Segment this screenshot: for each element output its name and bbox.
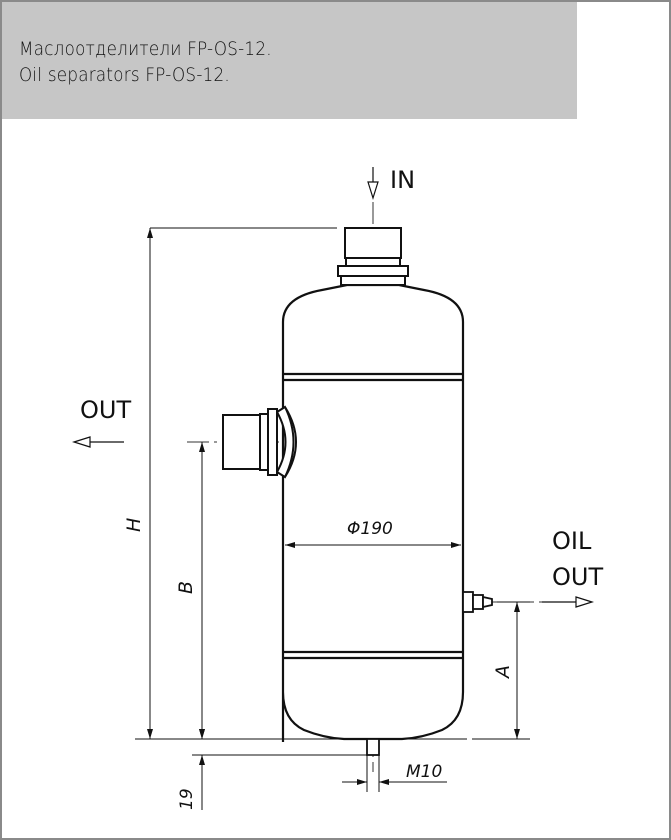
oil-outlet-label-line1: OIL xyxy=(552,527,592,555)
title-english: Oil separators FP-OS-12. xyxy=(19,64,230,86)
outlet-arrow-icon xyxy=(71,436,124,448)
oil-outlet-height-label: A xyxy=(492,665,514,680)
bottom-plug xyxy=(366,738,380,756)
thread-label: M10 xyxy=(406,762,442,782)
oil-outlet-label-line2: OUT xyxy=(552,563,603,591)
inlet-nozzle xyxy=(150,227,409,286)
flow-arrows xyxy=(71,167,595,608)
inlet-label: IN xyxy=(390,166,415,194)
outlet-height-label: B xyxy=(175,581,197,594)
outlet-label: OUT xyxy=(80,396,131,424)
dimension-lines xyxy=(135,228,530,810)
inlet-arrow-icon xyxy=(367,167,379,201)
outlet-nozzle xyxy=(222,405,297,479)
title-russian: Маслоотделители FP-OS-12. xyxy=(19,38,272,60)
bottom-stub-label: 19 xyxy=(177,788,197,810)
oil-outlet-arrow-icon xyxy=(542,596,595,608)
vessel xyxy=(281,283,465,742)
height-label: H xyxy=(123,518,145,532)
title-block: Маслоотделители FP-OS-12. Oil separators… xyxy=(2,2,577,119)
oil-outlet-fitting xyxy=(462,591,493,613)
diameter-label: Φ190 xyxy=(347,519,393,539)
